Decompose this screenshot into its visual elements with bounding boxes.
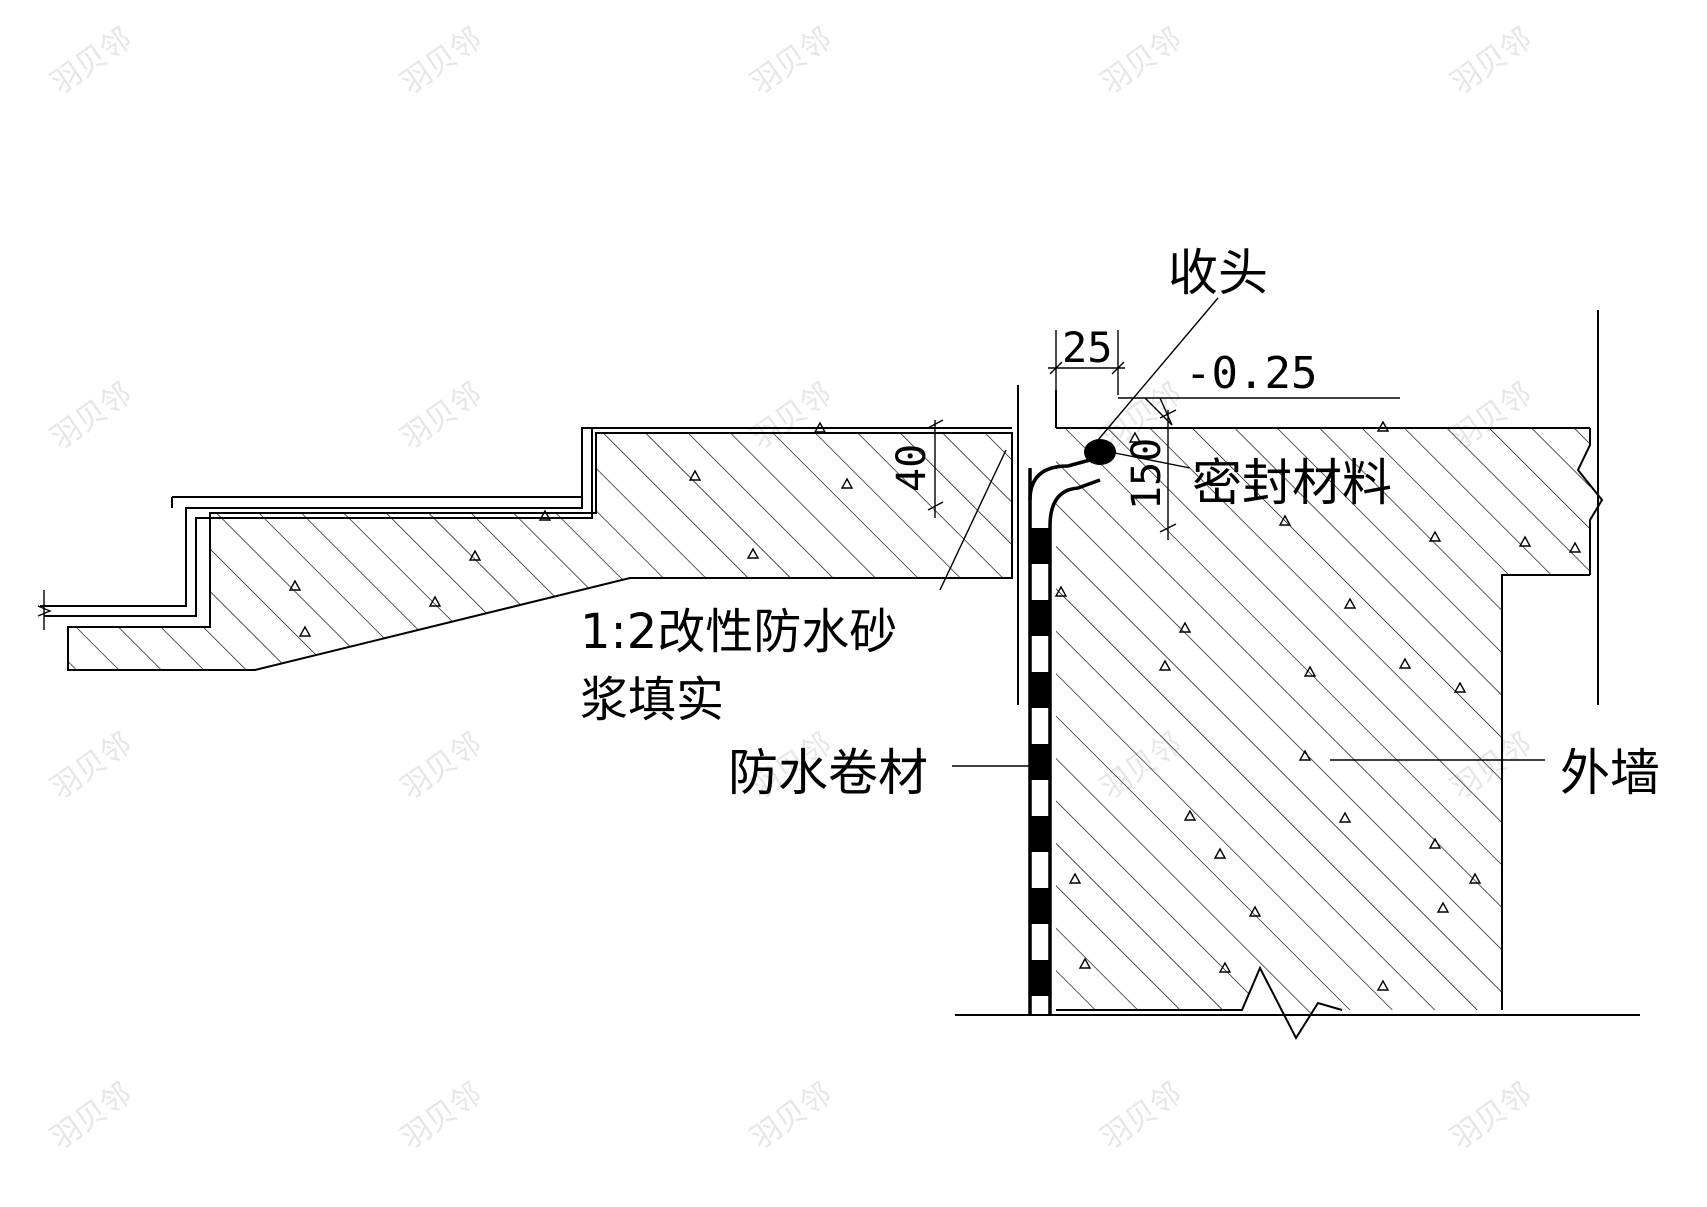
aggregate-marks-left [288, 421, 854, 637]
membrane-dash [1031, 600, 1049, 636]
leader-mortar [939, 449, 1007, 591]
dimension-150: 150 [1124, 409, 1177, 540]
label-exterior-wall: 外墙 [1560, 744, 1660, 802]
stair-mortar-slab [37, 421, 1013, 671]
membrane-dash [1031, 528, 1049, 564]
watermark-logo: 羽贝邻 [395, 1076, 489, 1156]
watermark-logo: 羽贝邻 [1095, 1076, 1189, 1156]
membrane-dash [1031, 888, 1049, 924]
watermark-logo: 羽贝邻 [745, 21, 839, 101]
exterior-wall [955, 310, 1640, 1041]
label-membrane: 防水卷材 [728, 744, 928, 802]
membrane-dash [1031, 816, 1049, 852]
elevation-text: -0.25 [1185, 348, 1317, 399]
watermark-logo: 羽贝邻 [395, 21, 489, 101]
elevation-mark: -0.25 [1118, 348, 1400, 426]
membrane-dashes [1031, 528, 1049, 996]
aggregate-marks-wall [1054, 420, 1582, 991]
leader-sealant [1109, 451, 1191, 469]
label-mortar-line2: 浆填实 [580, 672, 724, 728]
watermark-logo: 羽贝邻 [1095, 21, 1189, 101]
dimension-40: 40 [889, 419, 944, 518]
dimension-150-text: 150 [1124, 438, 1170, 510]
label-termination: 收头 [1168, 244, 1268, 302]
watermark-logo: 羽贝邻 [395, 376, 489, 456]
watermark-logo: 羽贝邻 [45, 1076, 139, 1156]
sealant-bead [1084, 439, 1116, 465]
dimension-25: 25 [1048, 323, 1125, 395]
watermark-logo: 羽贝邻 [1445, 1076, 1539, 1156]
label-sealant: 密封材料 [1192, 454, 1392, 512]
dimension-40-text: 40 [889, 444, 935, 492]
watermark-logo: 羽贝邻 [395, 726, 489, 806]
dimension-25-text: 25 [1062, 323, 1113, 372]
watermark-logo: 羽贝邻 [45, 726, 139, 806]
label-mortar-line1: 1:2改性防水砂 [580, 604, 897, 660]
waterproof-membrane [1028, 439, 1116, 1015]
watermark-logo: 羽贝邻 [45, 21, 139, 101]
watermark-logo: 羽贝邻 [45, 376, 139, 456]
membrane-dash [1031, 744, 1049, 780]
leader-termination [1097, 297, 1219, 441]
membrane-dash [1031, 960, 1049, 996]
watermark-logo: 羽贝邻 [745, 1076, 839, 1156]
watermark-logo: 羽贝邻 [1445, 21, 1539, 101]
membrane-dash [1031, 672, 1049, 708]
